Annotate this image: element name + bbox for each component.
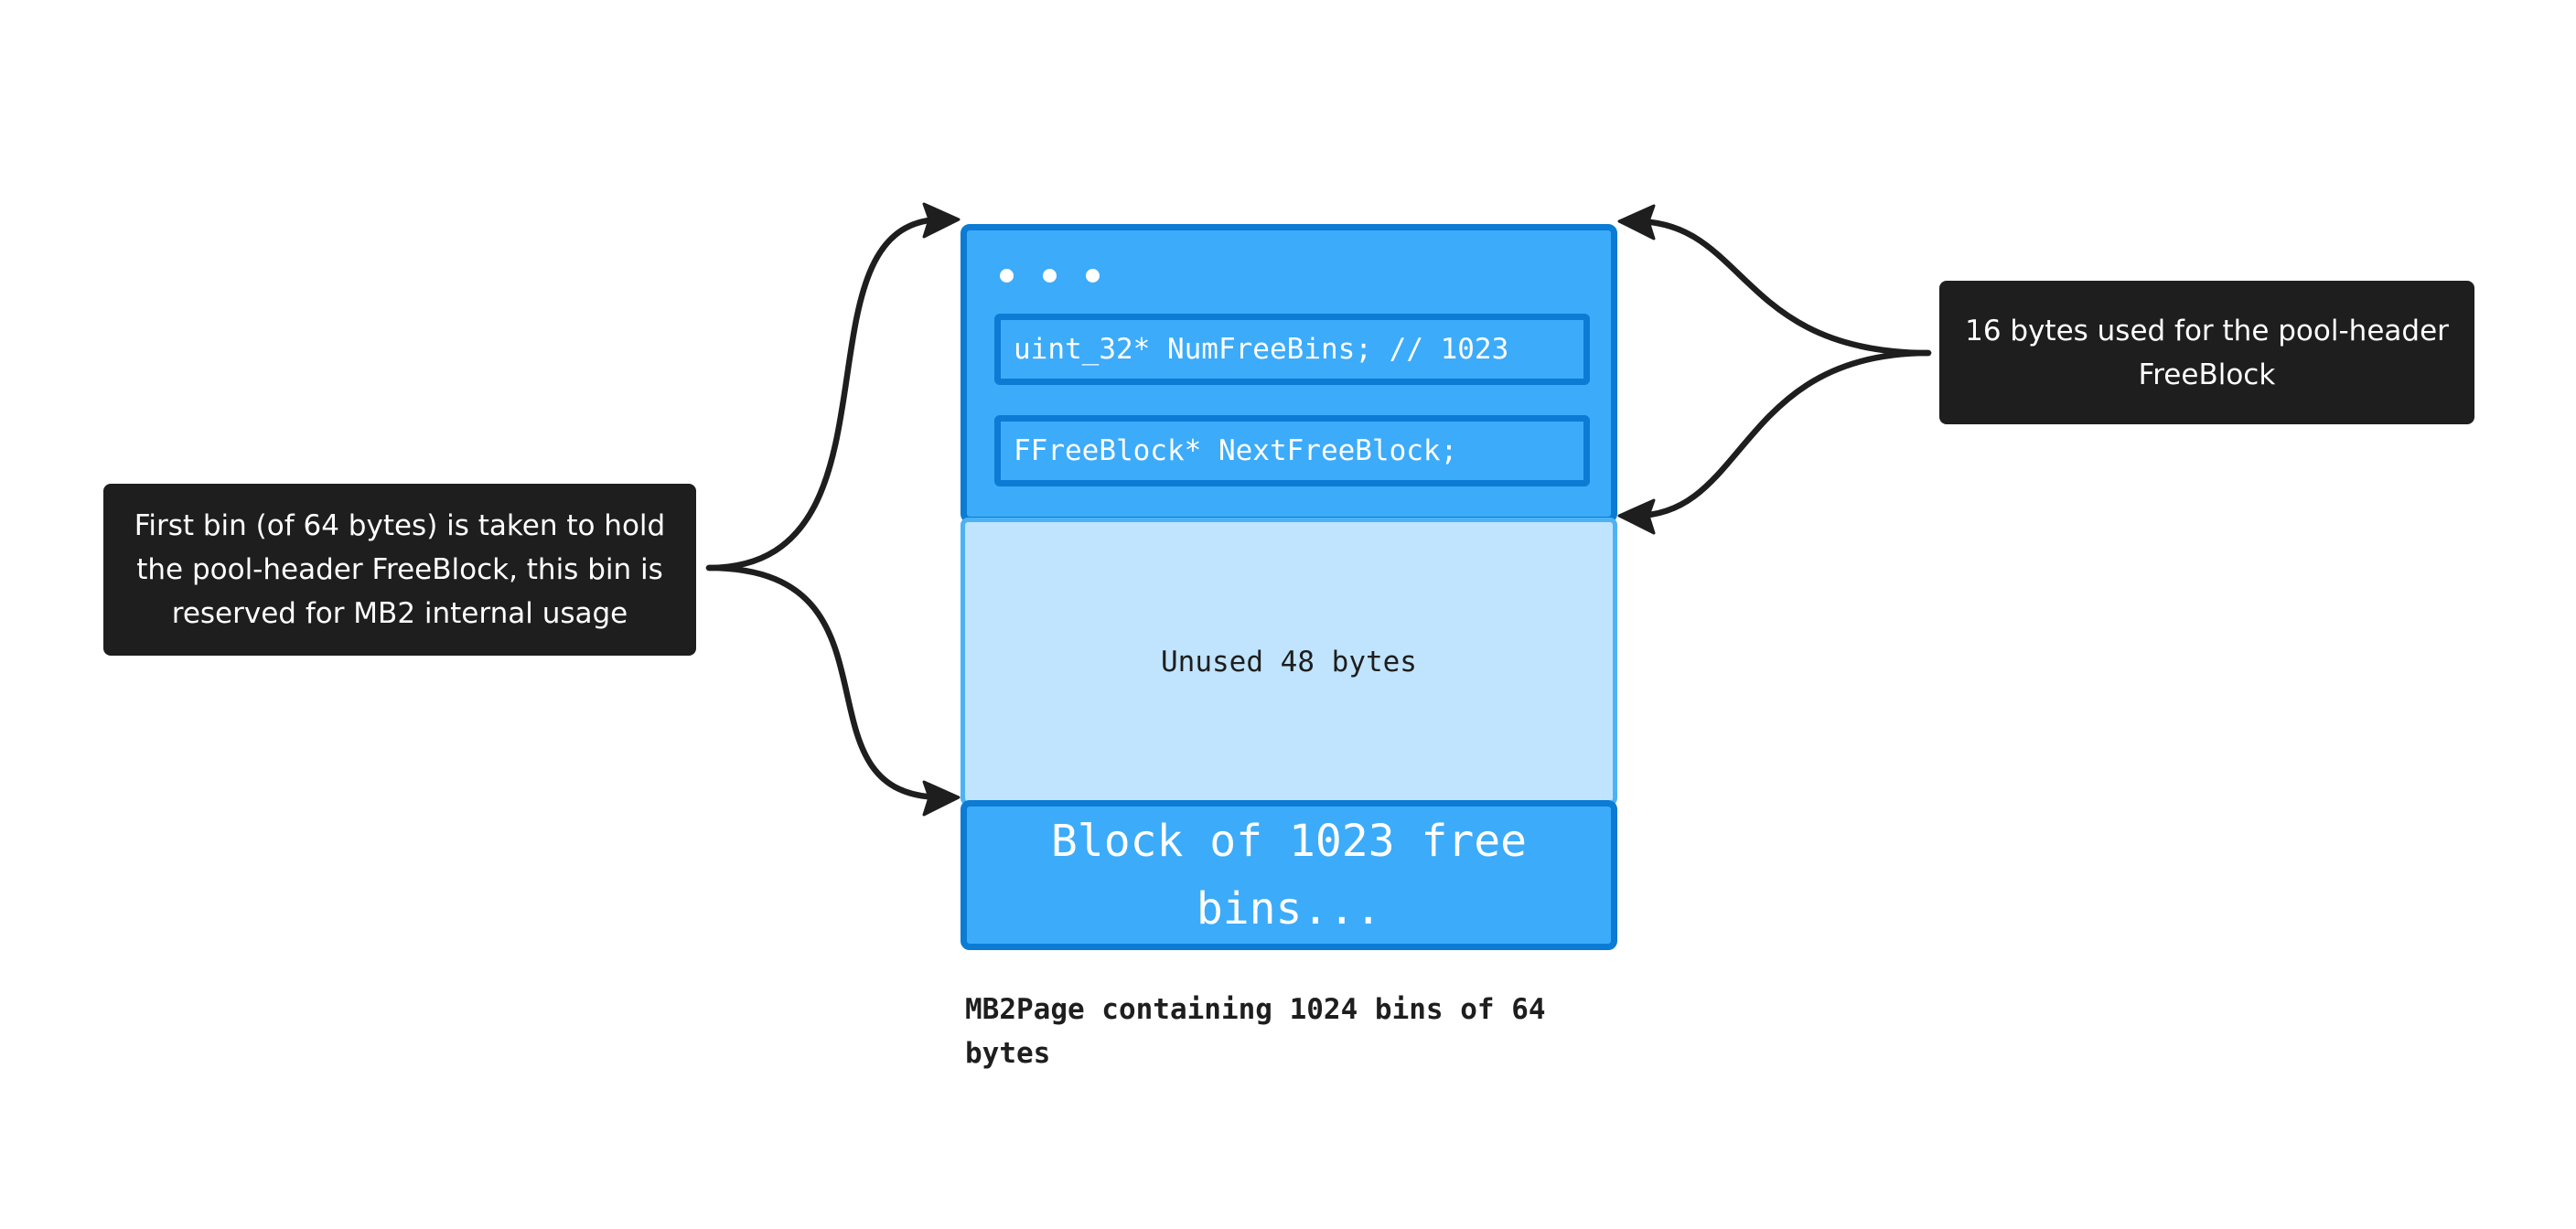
- dot: [1000, 269, 1014, 283]
- diagram-caption: MB2Page containing 1024 bins of 64 bytes: [965, 993, 1546, 1070]
- arrow-left-to-header-top: [705, 216, 946, 572]
- callout-pool-header-bytes: 16 bytes used for the pool-header FreeBl…: [1939, 281, 2474, 424]
- callout-first-bin: First bin (of 64 bytes) is taken to hold…: [103, 484, 696, 656]
- dot: [1043, 269, 1057, 283]
- dot: [1086, 269, 1100, 283]
- pool-header-freeblock: uint_32* NumFreeBins; // 1023 FFreeBlock…: [961, 224, 1617, 523]
- callout-first-bin-text: First bin (of 64 bytes) is taken to hold…: [134, 509, 666, 630]
- arrowhead-left-bottom: [922, 780, 961, 817]
- arrow-right-to-header-top: [1632, 218, 1932, 357]
- unused-bytes-block: Unused 48 bytes: [961, 518, 1617, 806]
- arrowhead-right-bottom: [1617, 498, 1656, 535]
- free-bins-block: Block of 1023 free bins...: [961, 800, 1617, 950]
- field-next-free-block: FFreeBlock* NextFreeBlock;: [994, 415, 1590, 486]
- arrowhead-left-top: [922, 202, 961, 239]
- free-bins-label: Block of 1023 free bins...: [1050, 816, 1528, 935]
- arrow-right-to-header-bottom: [1632, 349, 1932, 519]
- field-num-free-bins: uint_32* NumFreeBins; // 1023: [994, 314, 1590, 385]
- arrowhead-right-top: [1617, 204, 1656, 240]
- arrow-left-to-free-block-top: [705, 564, 946, 801]
- ellipsis-dots: [1000, 269, 1100, 283]
- callout-pool-header-bytes-text: 16 bytes used for the pool-header FreeBl…: [1965, 314, 2449, 391]
- unused-bytes-label: Unused 48 bytes: [1161, 645, 1417, 679]
